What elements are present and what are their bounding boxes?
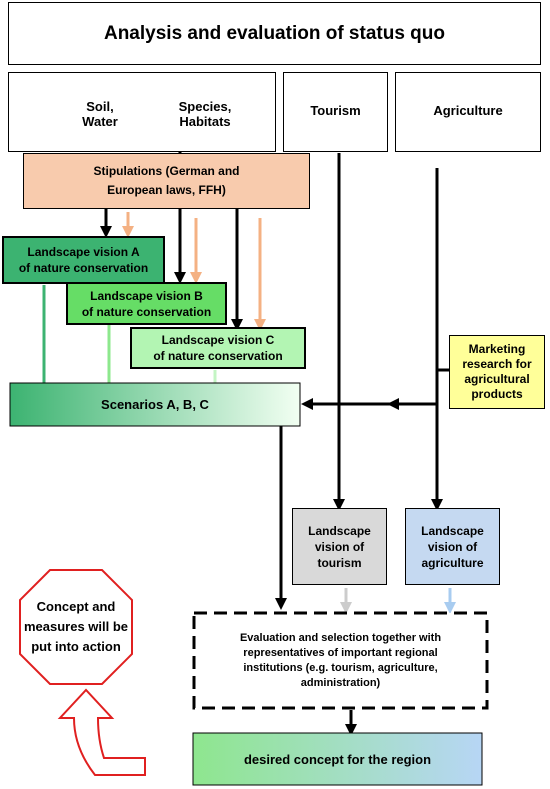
species-habitats-label: Species, Habitats [178,99,232,129]
vision-tourism-box: Landscape vision of tourism [292,508,387,585]
desired-box-bg [192,732,483,786]
vision-agriculture-box: Landscape vision of agriculture [405,508,500,585]
title-box: Analysis and evaluation of status quo [8,2,541,65]
soil-species-column [8,72,276,152]
concept-action-label: Concept and measures will be put into ac… [23,599,129,654]
curved-arrow-icon [57,688,146,776]
octagon-shape [19,569,133,685]
tourism-label: Tourism [310,103,361,118]
soil-water-label: Soil, Water [82,99,118,129]
vision-a-box: Landscape vision A of nature conservatio… [2,236,165,284]
evaluation-box-frame [192,611,489,710]
stipulations-box: Stipulations (German and European laws, … [23,153,310,209]
desired-concept-label: desired concept for the region [243,751,432,767]
title-text: Analysis and evaluation of status quo [103,22,445,44]
scenarios-label: Scenarios A, B, C [101,397,209,412]
tourism-column: Tourism [283,72,388,152]
scenarios-box-bg [9,382,301,427]
agriculture-label: Agriculture [433,103,503,118]
marketing-box: Marketing research for agricultural prod… [449,335,545,409]
vision-c-box: Landscape vision C of nature conservatio… [130,327,306,369]
agriculture-column: Agriculture [395,72,541,152]
vision-b-box: Landscape vision B of nature conservatio… [66,282,227,325]
evaluation-label: Evaluation and selection together with r… [239,632,442,689]
